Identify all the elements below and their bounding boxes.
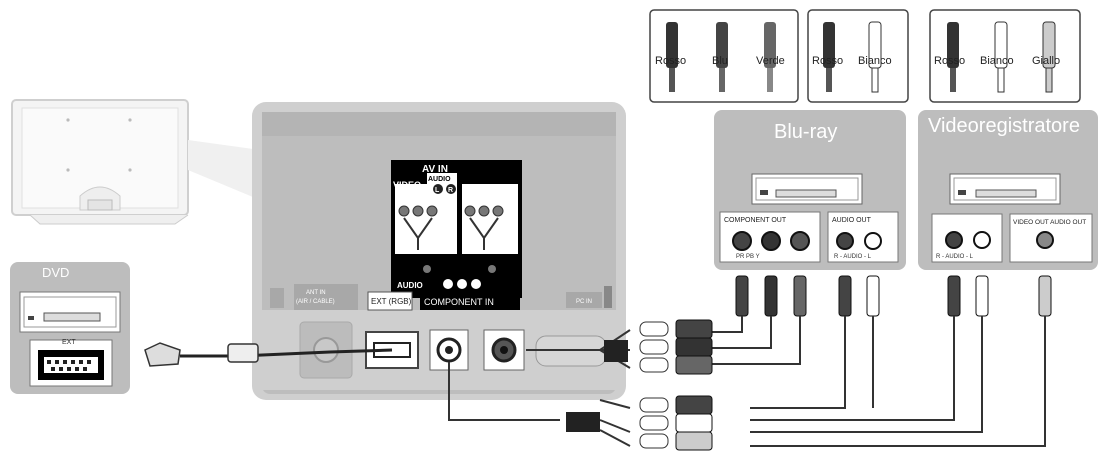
ant-in-sub: (AIR / CABLE) [296,299,335,305]
vcr-audio-sub: R - AUDIO - L [936,254,974,260]
tv-back-panel [252,102,626,400]
legend-2-white: Bianco [858,55,892,67]
legend-box-1 [649,9,799,103]
legend-2-red: Rosso [812,55,843,67]
legend-1-blue: Blu [712,55,728,67]
audio-label: AUDIO [428,176,451,183]
tv-outline [11,99,260,225]
ext-rgb-label: EXT (RGB) [371,297,412,306]
legend-box-3 [929,9,1081,103]
ant-in-label: ANT IN [306,290,326,296]
legend-3-red: Rosso [934,55,965,67]
vcr-title: Videoregistratore [928,115,1080,137]
video-label: VIDEO [393,180,421,190]
pc-in-label: PC IN [576,299,592,305]
legend-1-red: Rosso [655,55,686,67]
audio-bottom-label: AUDIO [397,281,423,290]
av-in-label: AV IN [422,164,448,175]
audio-out-sub: R - AUDIO - L [834,254,872,260]
av-plugs [566,395,713,451]
audio-l: L [435,187,440,194]
bluray-title: Blu-ray [774,121,837,143]
dvd-title: DVD [42,265,69,280]
audio-r: R [448,187,453,194]
vcr-video-out-label: VIDEO OUT AUDIO OUT [1013,219,1086,226]
component-out-label: COMPONENT OUT [724,217,787,224]
bluray-device [714,110,906,270]
audio-out-label: AUDIO OUT [832,217,872,224]
component-in-label: COMPONENT IN [424,297,494,307]
vcr-device [918,110,1098,270]
scart-cable [144,342,393,367]
legend-box-2 [807,9,909,103]
legend-1-green: Verde [756,55,785,67]
device-plugs [735,275,1052,317]
legend-3-yellow: Giallo [1032,55,1060,67]
dvd-device [10,262,130,394]
component-out-sub: PR PB Y [736,254,760,260]
legend-3-white: Bianco [980,55,1014,67]
component-plugs [604,319,713,375]
dvd-port-label: EXT [62,339,76,346]
